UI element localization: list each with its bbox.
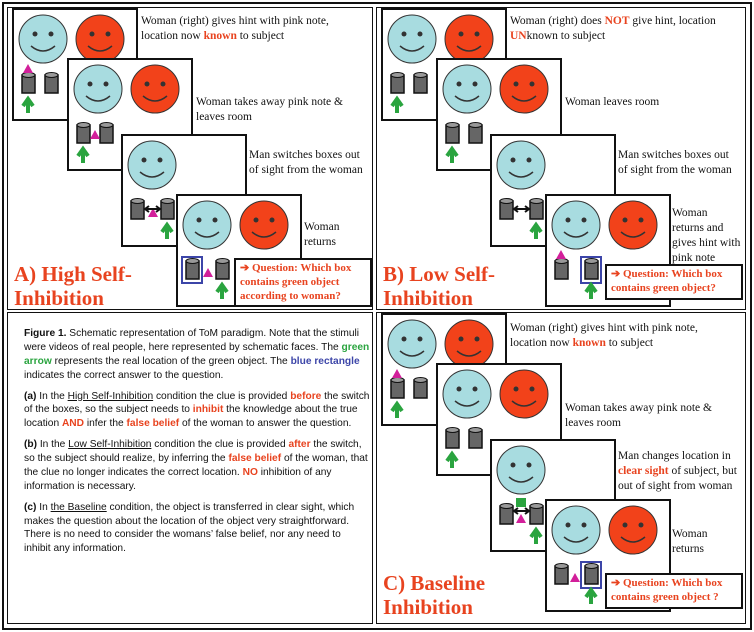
caption-step-3: Man changes location in clear sight of s… bbox=[618, 450, 737, 492]
scene-hint-icon bbox=[387, 319, 494, 418]
caption-step-1: Woman (right) gives hint with pink note,… bbox=[141, 15, 329, 42]
scene-leave-icon bbox=[73, 64, 180, 163]
panel-low-self-inhibition: Woman (right) does NOT give hint, locati… bbox=[376, 7, 746, 310]
figure-caption-panel: Figure 1. Schematic representation of To… bbox=[7, 312, 373, 624]
question-box: ➔ Question: Which box contains green obj… bbox=[234, 258, 372, 308]
caption-b: (b) In the Low Self-Inhibition condition… bbox=[24, 439, 368, 492]
caption-step-3: Man switches boxes out of sight from the… bbox=[249, 149, 363, 176]
scene-hint-icon bbox=[18, 14, 125, 113]
panel-title: C) Baseline Inhibition bbox=[383, 571, 486, 620]
caption-step-3: Man switches boxes out of sight from the… bbox=[618, 149, 732, 176]
caption-step-1: Woman (right) gives hint with pink note,… bbox=[510, 322, 698, 349]
scene-no-hint-icon bbox=[387, 14, 494, 113]
figure-caption: Figure 1. Schematic representation of To… bbox=[24, 327, 370, 563]
scene-clear-sight-move-icon bbox=[496, 445, 546, 544]
caption-step-1: Woman (right) does NOT give hint, locati… bbox=[510, 15, 716, 42]
scene-leave-icon bbox=[442, 64, 549, 163]
caption-intro: Figure 1. Schematic representation of To… bbox=[24, 328, 370, 381]
scene-switch-icon bbox=[127, 140, 177, 239]
caption-a: (a) In the High Self-Inhibition conditio… bbox=[24, 390, 370, 430]
scene-frame bbox=[545, 499, 671, 612]
panel-baseline-inhibition: Woman (right) gives hint with pink note,… bbox=[376, 312, 746, 624]
panel-title: A) High Self-Inhibition bbox=[14, 262, 132, 310]
scene-switch-icon bbox=[496, 140, 546, 239]
caption-step-2: Woman takes away pink note & leaves room bbox=[196, 96, 343, 123]
panel-title: B) Low Self-Inhibition bbox=[383, 262, 495, 310]
caption-step-4: Woman returns bbox=[304, 221, 340, 248]
caption-step-4: Woman returns bbox=[672, 528, 708, 555]
panel-high-self-inhibition: Woman (right) gives hint with pink note,… bbox=[7, 7, 373, 310]
scene-return-icon bbox=[181, 200, 289, 299]
caption-c: (c) In the Baseline condition, the objec… bbox=[24, 501, 355, 555]
caption-step-2: Woman leaves room bbox=[565, 96, 660, 108]
question-box: ➔ Question: Which box contains green obj… bbox=[605, 264, 743, 300]
caption-step-4: Woman returns and gives hint with pink n… bbox=[672, 207, 741, 264]
caption-step-2: Woman takes away pink note & leaves room bbox=[565, 402, 712, 429]
question-box: ➔ Question: Which box contains green obj… bbox=[605, 573, 743, 609]
